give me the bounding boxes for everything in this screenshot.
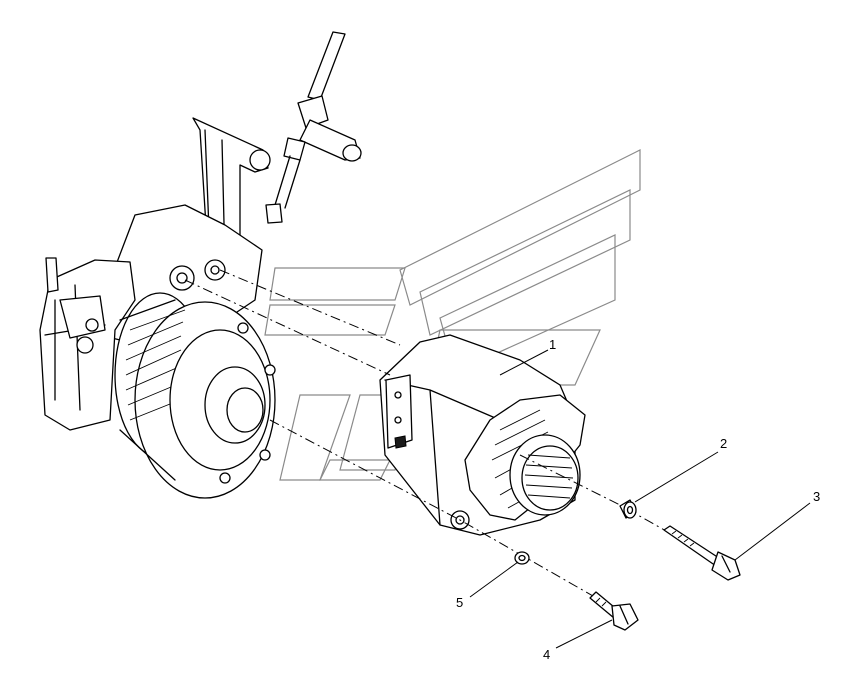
leader-lines xyxy=(469,349,811,649)
long-bolt-part xyxy=(663,525,741,581)
washer-part xyxy=(514,551,530,565)
callout-5: 5 xyxy=(456,595,464,610)
callout-3: 3 xyxy=(813,489,821,504)
spacer-part xyxy=(619,499,637,519)
callout-1: 1 xyxy=(549,337,557,352)
callout-4: 4 xyxy=(543,647,551,662)
water-pump-pulley xyxy=(114,292,276,499)
short-bolt-part xyxy=(589,591,639,631)
hose-and-sensor xyxy=(265,31,362,224)
callout-2: 2 xyxy=(720,436,728,451)
center-lines xyxy=(184,269,701,601)
alternator xyxy=(379,334,586,536)
